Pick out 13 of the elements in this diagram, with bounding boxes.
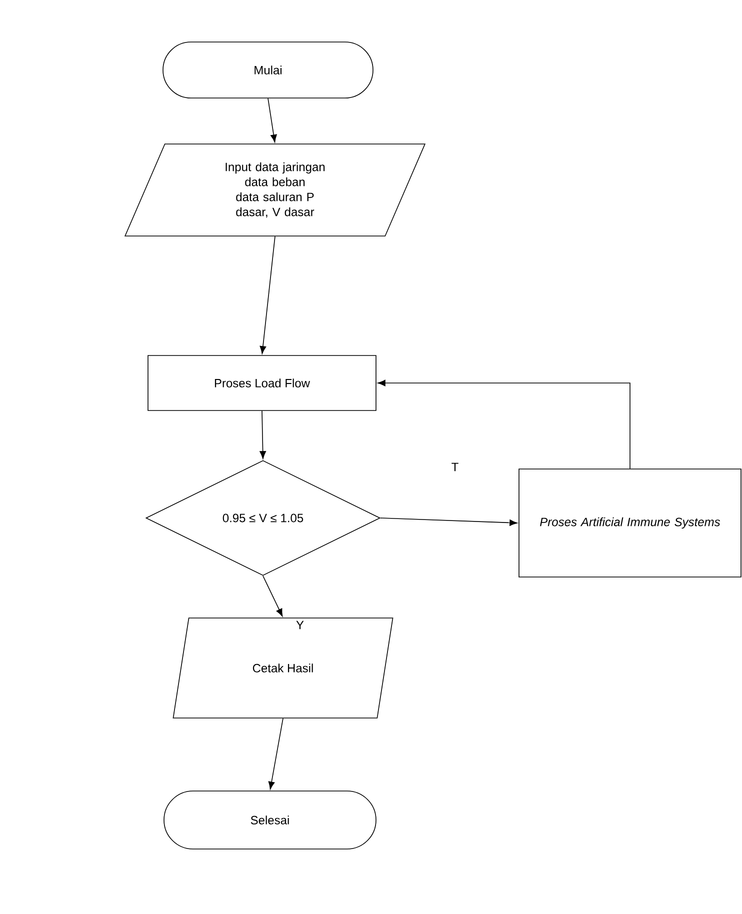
start-terminal: Mulai	[162, 42, 374, 98]
arrow	[260, 236, 276, 354]
process-box: Proses Artificial Immune Systems	[518, 468, 742, 578]
arrow	[380, 518, 518, 526]
arrow	[268, 98, 277, 142]
edge-label: Y	[295, 620, 305, 630]
end-terminal: Selesai	[164, 790, 376, 850]
arrow	[378, 380, 630, 469]
arrow	[268, 718, 284, 790]
process-box: Proses Load Flow	[148, 355, 376, 411]
arrow	[262, 576, 283, 617]
edge-label: T	[450, 462, 460, 472]
arrow	[260, 410, 266, 459]
